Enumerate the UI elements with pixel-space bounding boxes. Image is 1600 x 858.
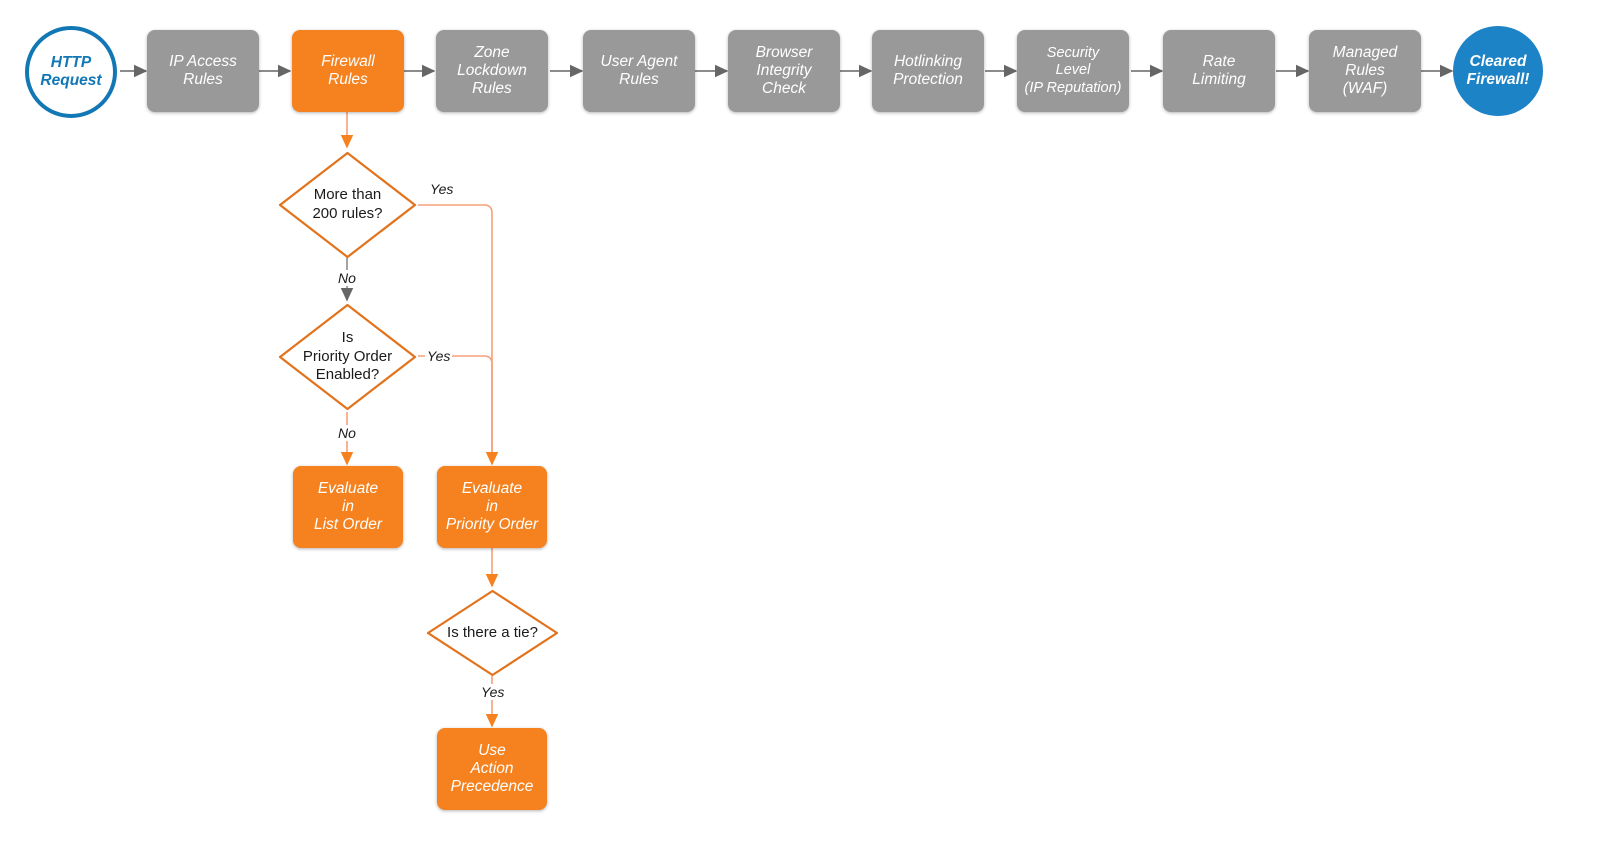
node-security-level[interactable]: Security Level (IP Reputation) — [1017, 30, 1129, 112]
node-cleared-firewall[interactable]: Cleared Firewall! — [1453, 26, 1543, 116]
node-browser-integrity-check[interactable]: Browser Integrity Check — [728, 30, 840, 112]
node-label: Use Action Precedence — [450, 741, 534, 796]
node-label: Browser Integrity Check — [755, 43, 813, 98]
node-label: Managed Rules (WAF) — [1332, 43, 1398, 98]
edge-label-yes-priority-enabled: Yes — [425, 348, 453, 364]
edge-yes2-to-priority-order — [418, 355, 493, 452]
node-label: Evaluate in List Order — [313, 479, 383, 534]
node-use-action-precedence[interactable]: Use Action Precedence — [437, 728, 547, 810]
node-evaluate-list-order[interactable]: Evaluate in List Order — [293, 466, 403, 548]
decision-label: Is there a tie? — [447, 623, 538, 641]
edge-label-no-more-than-200: No — [336, 270, 358, 286]
node-managed-rules-waf[interactable]: Managed Rules (WAF) — [1309, 30, 1421, 112]
node-label: Evaluate in Priority Order — [445, 479, 539, 534]
node-label: User Agent Rules — [600, 52, 678, 88]
node-label: HTTP Request — [40, 53, 102, 89]
edge-label-yes-is-tie: Yes — [479, 684, 507, 700]
node-label: Zone Lockdown Rules — [457, 43, 527, 98]
edge-label-no-priority-enabled: No — [336, 425, 358, 441]
decision-priority-order-enabled[interactable]: Is Priority Order Enabled? — [277, 302, 418, 412]
diamond-shape-icon — [278, 303, 417, 411]
node-rate-limiting[interactable]: Rate Limiting — [1163, 30, 1275, 112]
node-evaluate-priority-order[interactable]: Evaluate in Priority Order — [437, 466, 547, 548]
node-label: IP Access Rules — [169, 52, 237, 88]
node-firewall-rules[interactable]: Firewall Rules — [292, 30, 404, 112]
edge-yes1-to-priority-order — [418, 204, 499, 466]
decision-label: Is Priority Order Enabled? — [302, 328, 393, 384]
node-label: Cleared Firewall! — [1466, 52, 1530, 88]
edge-label-yes-more-than-200: Yes — [428, 181, 456, 197]
decision-more-than-200-rules[interactable]: More than 200 rules? — [277, 150, 418, 260]
node-hotlinking-protection[interactable]: Hotlinking Protection — [872, 30, 984, 112]
node-label: Security Level (IP Reputation) — [1024, 45, 1122, 96]
node-label: Hotlinking Protection — [893, 52, 963, 88]
node-label: Rate Limiting — [1192, 52, 1246, 88]
node-user-agent-rules[interactable]: User Agent Rules — [583, 30, 695, 112]
diamond-shape-icon — [278, 151, 417, 259]
node-http-request[interactable]: HTTP Request — [25, 26, 117, 118]
decision-is-there-a-tie[interactable]: Is there a tie? — [425, 588, 560, 678]
node-zone-lockdown-rules[interactable]: Zone Lockdown Rules — [436, 30, 548, 112]
node-ip-access-rules[interactable]: IP Access Rules — [147, 30, 259, 112]
decision-label: More than 200 rules? — [312, 186, 383, 222]
node-label: Firewall Rules — [321, 52, 375, 88]
diamond-shape-icon — [426, 589, 559, 677]
